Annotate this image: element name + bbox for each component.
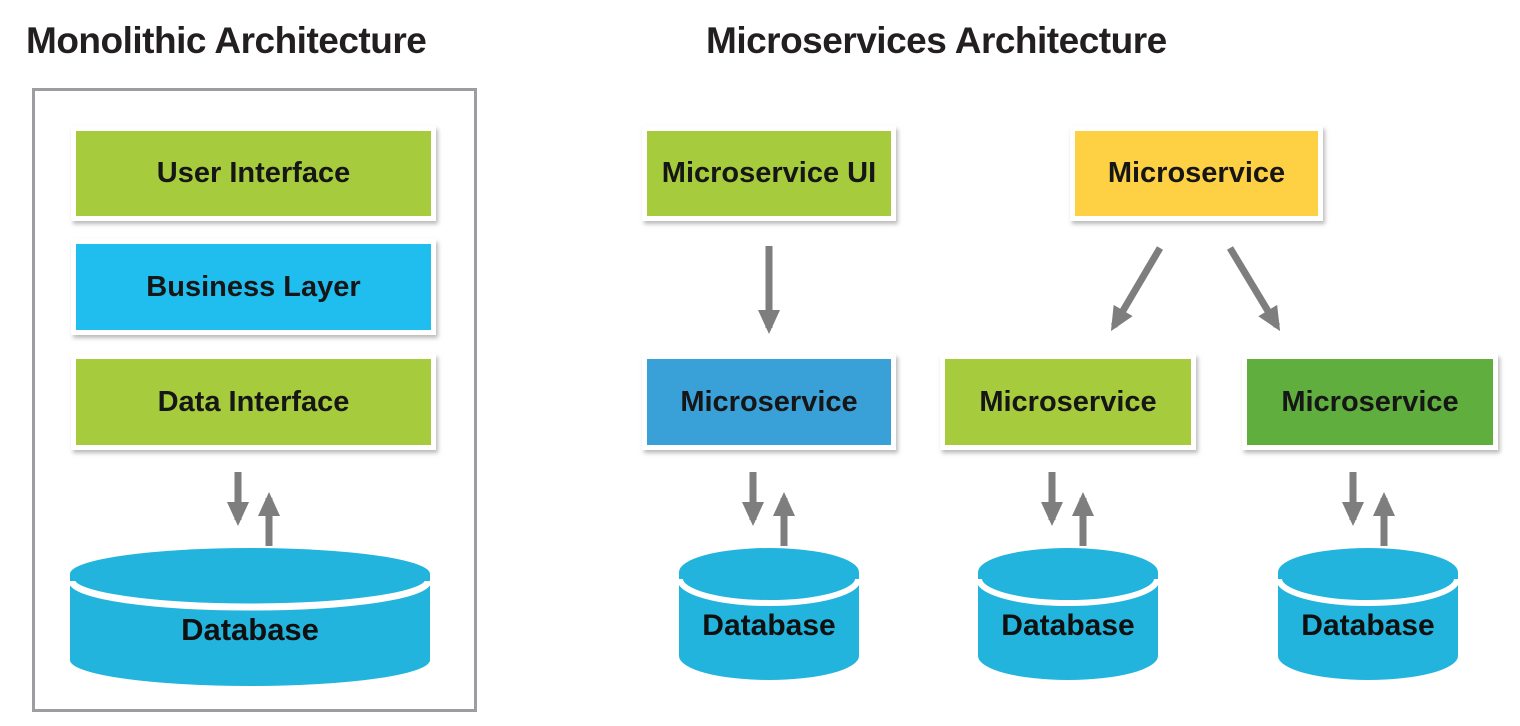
microservice-dark-green-box: Microservice bbox=[1242, 354, 1498, 450]
database-cylinder-icon bbox=[70, 548, 430, 686]
microservice-dark-green-database: Database bbox=[1278, 546, 1458, 682]
microservice-ui-box: Microservice UI bbox=[642, 126, 896, 221]
service-label: Microservice bbox=[1107, 157, 1286, 189]
database-cylinder-icon bbox=[978, 548, 1158, 680]
microservice-yellow-box: Microservice bbox=[1070, 126, 1323, 221]
down-arrow-icon bbox=[758, 246, 780, 334]
database-label: Database bbox=[1301, 609, 1435, 642]
layer-label: Business Layer bbox=[146, 270, 361, 303]
diagonal-arrows-icon bbox=[1110, 246, 1281, 332]
microservice-ui-database: Database bbox=[679, 546, 859, 682]
down-up-arrows-icon bbox=[742, 472, 795, 546]
monolith-frame bbox=[32, 88, 477, 712]
service-label: Microservice UI bbox=[661, 157, 877, 189]
database-cylinder-icon bbox=[1278, 548, 1458, 680]
down-up-arrows-icon bbox=[227, 472, 280, 546]
microservice-blue-box: Microservice bbox=[642, 354, 896, 450]
microservice-green-box: Microservice bbox=[940, 354, 1196, 450]
microservice-green-database: Database bbox=[978, 546, 1158, 682]
database-label: Database bbox=[181, 612, 319, 647]
layer-box-data-interface: Data Interface bbox=[71, 354, 436, 450]
monolith-database: Database bbox=[70, 546, 430, 688]
down-up-arrows-icon bbox=[1342, 472, 1395, 546]
service-label: Microservice bbox=[680, 385, 858, 418]
database-cylinder-icon bbox=[679, 548, 859, 680]
layer-label: User Interface bbox=[156, 157, 351, 189]
layer-box-business-layer: Business Layer bbox=[71, 239, 436, 335]
monolithic-title: Monolithic Architecture bbox=[26, 20, 427, 61]
layer-box-user-interface: User Interface bbox=[71, 126, 436, 221]
database-label: Database bbox=[702, 609, 836, 642]
down-up-arrows-icon bbox=[1041, 472, 1094, 546]
service-label: Microservice bbox=[1281, 385, 1459, 418]
microservices-title: Microservices Architecture bbox=[706, 20, 1167, 61]
database-label: Database bbox=[1001, 609, 1135, 642]
service-label: Microservice bbox=[979, 385, 1157, 418]
layer-label: Data Interface bbox=[157, 385, 350, 418]
